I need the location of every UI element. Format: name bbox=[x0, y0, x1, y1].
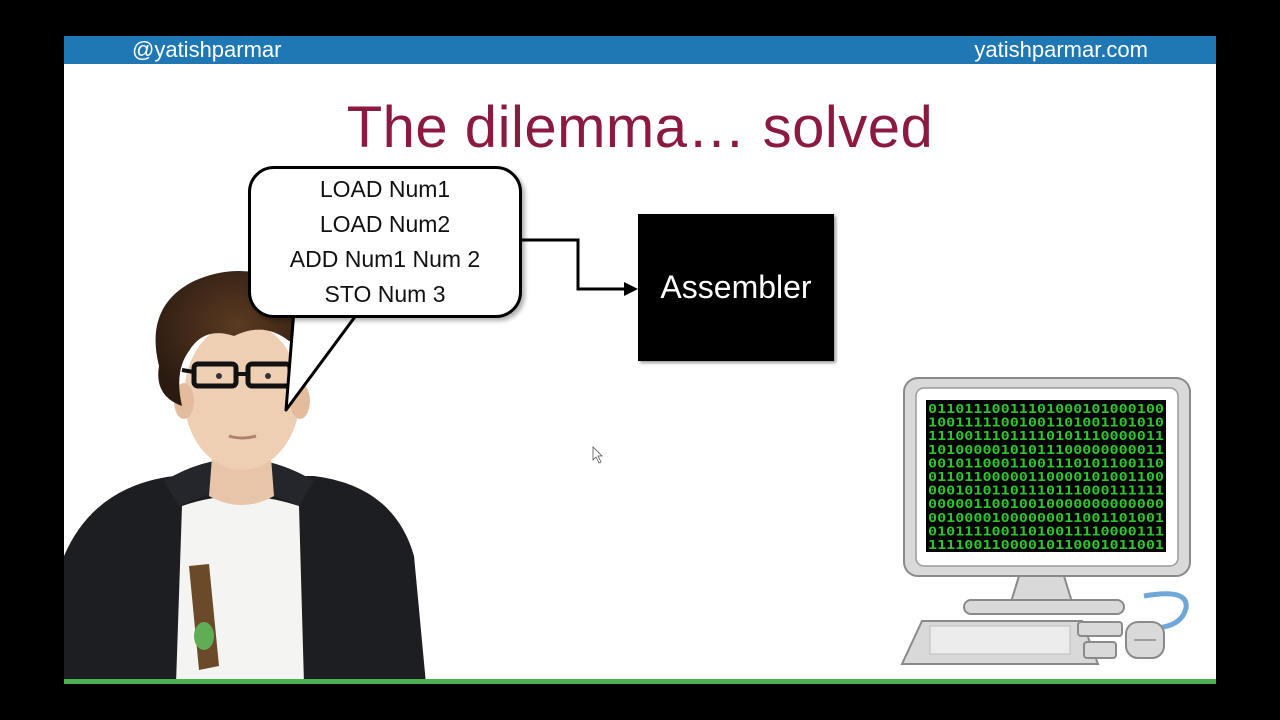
binary-row: 01101110011101000101000100 bbox=[928, 401, 1164, 416]
code-line: STO Num 3 bbox=[324, 281, 446, 307]
footer-line bbox=[64, 679, 1216, 684]
binary-code: 0110111001110100010100010010011111001001… bbox=[928, 401, 1164, 552]
binary-row: 00000110010010000000000000 bbox=[928, 496, 1164, 511]
binary-row: 11110011000010110001011001 bbox=[928, 537, 1164, 552]
code-line: ADD Num1 Num 2 bbox=[289, 246, 481, 272]
website-link[interactable]: yatishparmar.com bbox=[974, 37, 1148, 62]
assembler-box: Assembler bbox=[638, 214, 834, 361]
binary-row: 10100000101011100000000011 bbox=[928, 442, 1164, 457]
computer-screen bbox=[926, 400, 1166, 552]
code-line: LOAD Num2 bbox=[319, 211, 451, 237]
binary-row: 00100001000000011001101001 bbox=[928, 510, 1164, 525]
slide: @yatishparmar yatishparmar.com The dilem… bbox=[64, 36, 1216, 684]
binary-row: 01101100000110000101001100 bbox=[928, 469, 1164, 484]
speech-bubble bbox=[248, 166, 522, 318]
code-line: LOAD Num1 bbox=[319, 176, 451, 202]
twitter-handle: @yatishparmar bbox=[132, 37, 282, 62]
binary-row: 01011110011010011110000111 bbox=[928, 523, 1164, 538]
binary-row: 00010101101110111000111111 bbox=[928, 483, 1164, 498]
header-bar: @yatishparmar yatishparmar.com bbox=[64, 36, 1216, 64]
binary-row: 11100111011110101110000011 bbox=[928, 428, 1164, 443]
slide-title: The dilemma… solved bbox=[346, 95, 934, 160]
binary-row: 10011111001001101001101010 bbox=[928, 415, 1164, 430]
binary-row: 00101100011001110101100110 bbox=[928, 455, 1164, 470]
speech-bubble-code: LOAD Num1 LOAD Num2 ADD Num1 Num 2 STO N… bbox=[248, 172, 522, 312]
